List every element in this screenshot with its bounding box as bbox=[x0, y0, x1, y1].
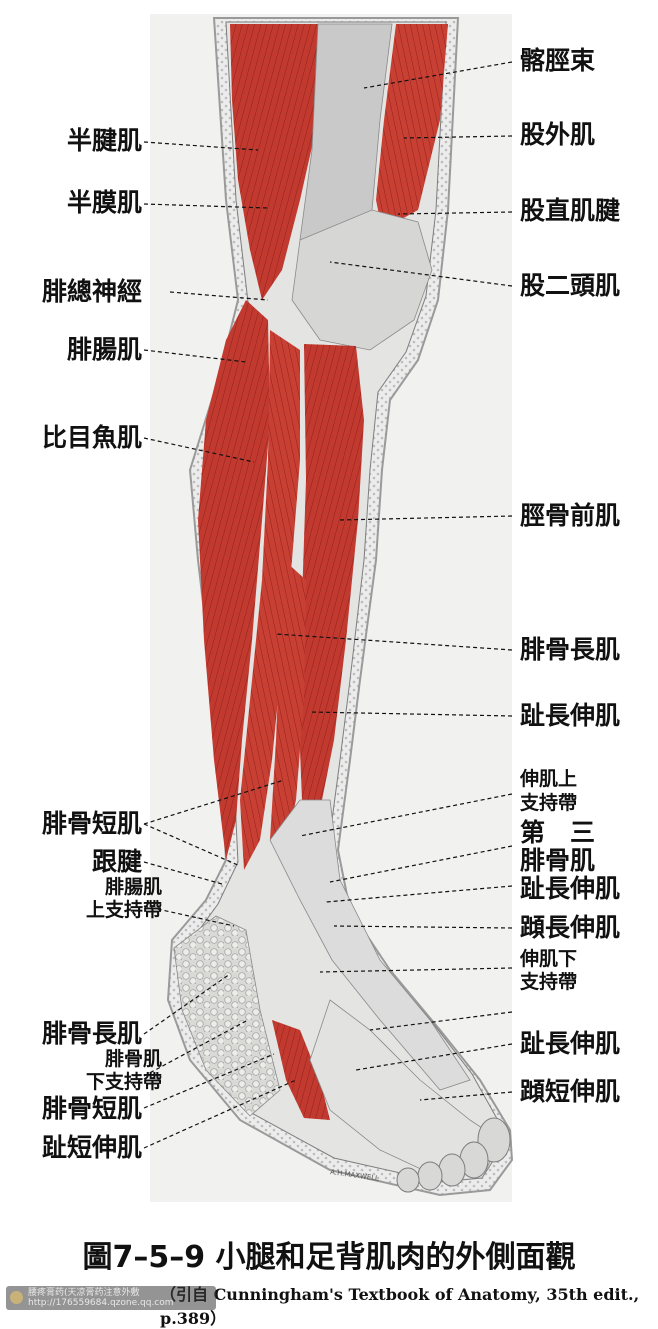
label-peroneal-inferior-retinaculum-2: 下支持帶 bbox=[85, 1071, 162, 1093]
label-rectus-femoris-tendon: 股直肌腱 bbox=[520, 196, 621, 225]
label-superior-extensor-retinaculum-1: 伸肌上 bbox=[520, 768, 578, 790]
label-peroneus-longus-lower: 腓骨長肌 bbox=[41, 1019, 142, 1048]
vastus-lateralis-shape bbox=[376, 24, 448, 230]
watermark-badge: 腰疼膏药(天凉膏药注意外敷 http://176559684.qzone.qq.… bbox=[6, 1286, 216, 1310]
label-soleus: 比目魚肌 bbox=[41, 423, 142, 452]
watermark-line-2: http://176559684.qzone.qq.com bbox=[28, 1298, 174, 1309]
label-semimembranosus: 半膜肌 bbox=[66, 188, 142, 217]
gastrocnemius-soleus-shape bbox=[198, 300, 270, 860]
toe bbox=[396, 1167, 420, 1193]
label-gastrocnemius-retinaculum-2: 上支持帶 bbox=[85, 899, 162, 921]
label-extensor-digitorum-longus-lower: 趾長伸肌 bbox=[520, 1029, 621, 1058]
figure-source-citation: （引自 Cunningham's Textbook of Anatomy, 35… bbox=[160, 1285, 640, 1328]
tendon-bands bbox=[269, 799, 471, 1091]
label-inferior-extensor-retinaculum-2: 支持帶 bbox=[520, 971, 578, 993]
hamstring-muscles bbox=[230, 24, 320, 300]
label-extensor-digitorum-longus-upper: 趾長伸肌 bbox=[520, 701, 621, 730]
heel-fat-pad bbox=[173, 915, 281, 1117]
label-extensor-hallucis-longus: 蹞長伸肌 bbox=[520, 913, 621, 942]
tibialis-anterior-shape bbox=[298, 344, 364, 800]
label-peroneus-brevis-lower: 腓骨短肌 bbox=[41, 1094, 142, 1123]
label-extensor-digitorum-brevis: 趾短伸肌 bbox=[41, 1133, 142, 1162]
label-peroneus-tertius-2: 腓骨肌 bbox=[520, 846, 596, 875]
toe bbox=[438, 1153, 466, 1187]
leader-lines-left bbox=[143, 141, 297, 1149]
label-extensor-digitorum-longus-mid: 趾長伸肌 bbox=[520, 874, 621, 903]
peroneus-longus-shape bbox=[240, 330, 300, 870]
watermark-logo-icon bbox=[10, 1291, 23, 1304]
extensor-digitorum-shape bbox=[270, 560, 306, 860]
label-semitendinosus: 半腱肌 bbox=[66, 126, 142, 155]
label-peroneus-longus: 腓骨長肌 bbox=[520, 635, 621, 664]
label-extensor-hallucis-brevis: 蹞短伸肌 bbox=[520, 1077, 621, 1106]
watermark-line-1: 腰疼膏药(天凉膏药注意外敷 bbox=[28, 1288, 140, 1298]
label-biceps-femoris: 股二頭肌 bbox=[520, 271, 621, 300]
label-peroneus-tertius-1: 第 三 bbox=[520, 818, 596, 847]
label-iliotibial-tract: 髂脛束 bbox=[520, 46, 596, 75]
figure-caption: 圖7–5–9 小腿和足背肌肉的外側面觀 bbox=[82, 1240, 576, 1275]
label-tibialis-anterior: 脛骨前肌 bbox=[520, 501, 621, 530]
label-vastus-lateralis: 股外肌 bbox=[520, 120, 596, 149]
label-common-peroneal-nerve: 腓總神經 bbox=[41, 277, 142, 306]
toe bbox=[417, 1161, 443, 1191]
foot-muscles bbox=[272, 1020, 330, 1120]
label-gastrocnemius: 腓腸肌 bbox=[66, 335, 142, 364]
knee-patella-region bbox=[291, 209, 433, 351]
label-peroneus-brevis-upper: 腓骨短肌 bbox=[41, 809, 142, 838]
label-peroneal-inferior-retinaculum-1: 腓骨肌 bbox=[104, 1048, 162, 1070]
label-inferior-extensor-retinaculum-1: 伸肌下 bbox=[520, 948, 578, 970]
label-superior-extensor-retinaculum-2: 支持帶 bbox=[520, 792, 578, 814]
label-achilles-tendon: 跟腱 bbox=[91, 847, 142, 876]
leader-lines-right bbox=[275, 61, 513, 1101]
label-gastrocnemius-retinaculum-1: 腓腸肌 bbox=[104, 876, 162, 898]
